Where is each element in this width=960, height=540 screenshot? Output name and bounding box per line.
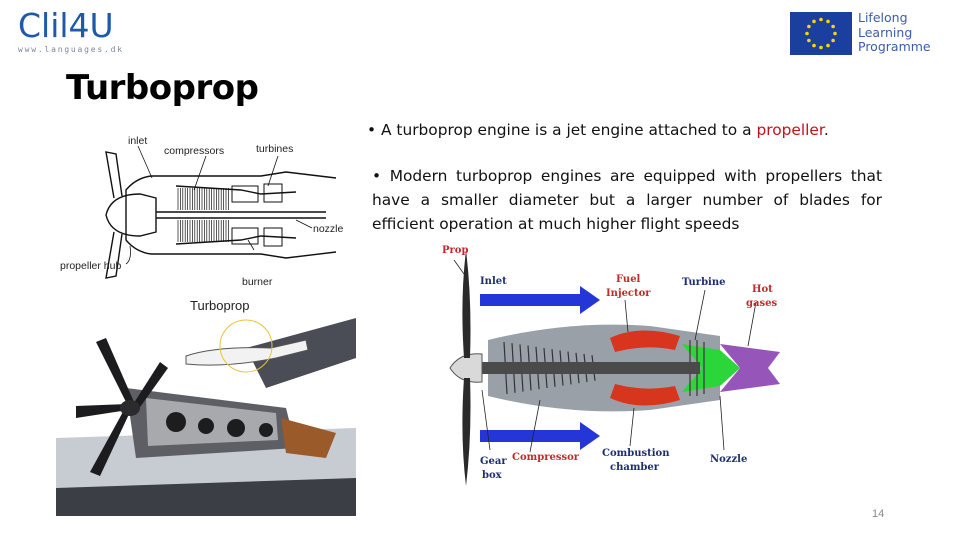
llp-line-3: Programme bbox=[858, 39, 931, 54]
eu-star bbox=[831, 24, 835, 29]
eu-star bbox=[826, 19, 830, 24]
color-label-chamber: chamber bbox=[610, 462, 660, 473]
schematic-caption: Turboprop bbox=[190, 298, 250, 313]
color-label-gear: Gear bbox=[480, 456, 507, 467]
bullet-2-text: Modern turboprop engines are equipped wi… bbox=[372, 167, 882, 233]
eu-star bbox=[805, 31, 809, 36]
bullet-1-end: . bbox=[823, 121, 829, 139]
color-label-box: box bbox=[482, 470, 503, 481]
eu-star bbox=[833, 31, 837, 36]
bullet-2: • Modern turboprop engines are equipped … bbox=[372, 167, 882, 233]
eu-star bbox=[812, 19, 816, 24]
schematic-label-nozzle: nozzle bbox=[313, 223, 344, 235]
page-number: 14 bbox=[872, 508, 885, 520]
color-label-hot: Hot bbox=[752, 284, 773, 295]
logo-tagline: www.languages.dk bbox=[18, 45, 124, 54]
eu-star bbox=[819, 45, 823, 50]
color-label-inlet: Inlet bbox=[480, 276, 507, 287]
eu-star bbox=[807, 24, 811, 29]
eu-star bbox=[826, 43, 830, 48]
llp-logo-text: Lifelong Learning Programme bbox=[858, 10, 931, 55]
llp-line-2: Learning bbox=[858, 24, 913, 40]
schematic-label-burner: burner bbox=[242, 276, 273, 288]
schematic-label-propeller-hub: propeller hub bbox=[60, 260, 121, 272]
bullet-1-highlight: propeller bbox=[756, 121, 824, 139]
color-label-combustion: Combustion bbox=[602, 448, 670, 459]
eu-star bbox=[819, 17, 823, 22]
logo-brand: Clil4U bbox=[18, 6, 114, 45]
color-label-compressor: Compressor bbox=[512, 452, 580, 463]
bullet-1: • A turboprop engine is a jet engine att… bbox=[367, 121, 829, 139]
bullet-1-text: A turboprop engine is a jet engine attac… bbox=[380, 121, 757, 139]
llp-logo: Lifelong Learning Programme bbox=[790, 10, 940, 58]
color-label-gases: gases bbox=[746, 298, 777, 309]
color-label-fuel: Fuel bbox=[616, 274, 641, 285]
clil4u-logo: Clil4U www.languages.dk bbox=[18, 8, 138, 58]
llp-line-1: Lifelong bbox=[858, 10, 908, 25]
schematic-label-inlet: inlet bbox=[128, 135, 147, 147]
eu-star bbox=[807, 38, 811, 43]
aircraft-cutaway-photo bbox=[56, 318, 356, 516]
turboprop-schematic-diagram: inlet compressors turbines nozzle propel… bbox=[56, 128, 356, 318]
color-label-nozzle: Nozzle bbox=[710, 454, 747, 465]
color-label-injector: Injector bbox=[606, 288, 651, 299]
eu-stars-icon bbox=[805, 17, 837, 50]
schematic-label-turbines: turbines bbox=[256, 143, 293, 155]
turboprop-color-diagram: Prop Inlet Fuel Injector Turbine Hot gas… bbox=[420, 240, 785, 488]
inlet-arrow-icon bbox=[480, 286, 600, 450]
propeller-icon bbox=[76, 338, 168, 476]
color-label-prop: Prop bbox=[442, 245, 468, 256]
eu-star bbox=[831, 38, 835, 43]
eu-star bbox=[812, 43, 816, 48]
eu-flag-icon bbox=[790, 12, 852, 55]
schematic-label-compressors: compressors bbox=[164, 145, 224, 157]
color-label-turbine: Turbine bbox=[682, 277, 726, 288]
slide-title: Turboprop bbox=[66, 68, 259, 108]
airplane-icon bbox=[185, 319, 309, 373]
